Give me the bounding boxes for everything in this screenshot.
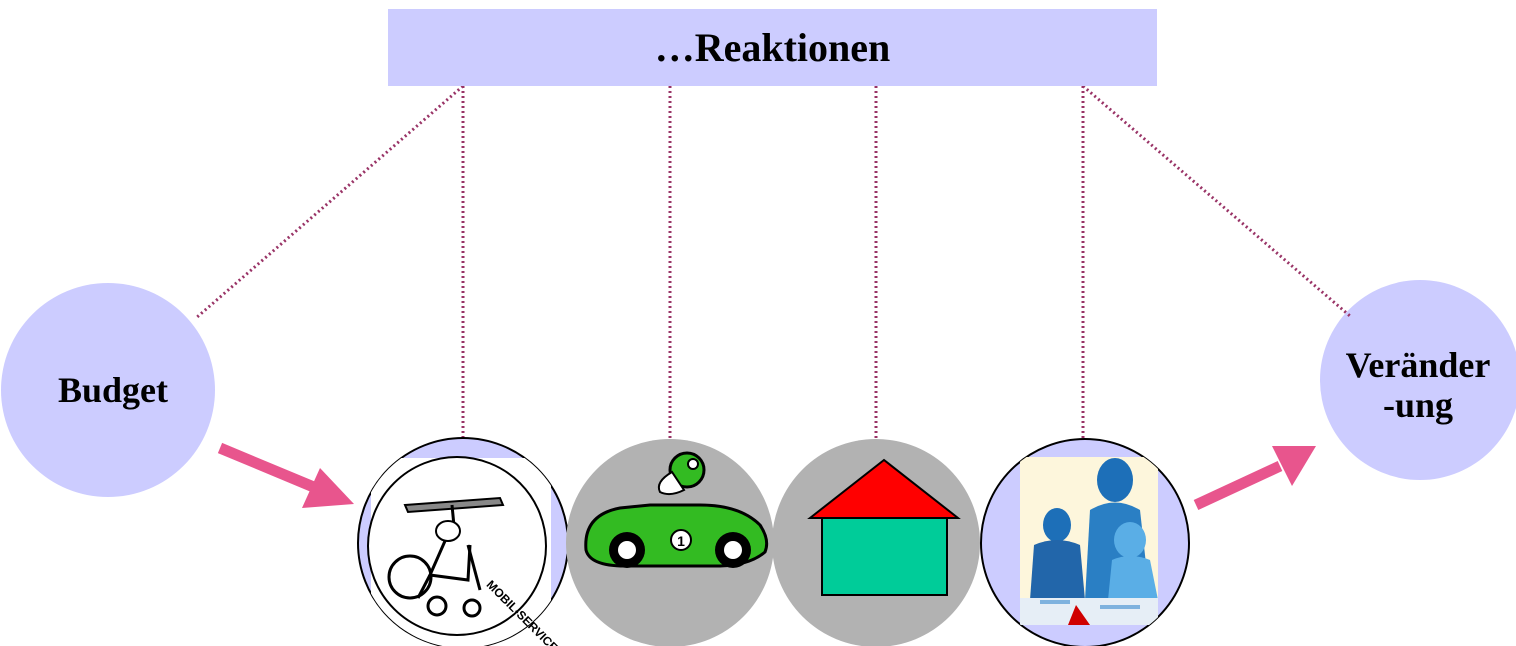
budget-node: [1, 283, 215, 497]
mobil-service-icon: MOBIL-SERVICE: [357, 437, 569, 646]
change-label: Veränder -ung: [1318, 340, 1516, 430]
house-icon: [772, 439, 980, 646]
arrow-reactions-to-change: [1193, 446, 1316, 510]
change-label-line1: Veränder: [1345, 345, 1491, 385]
connector-change: [1082, 84, 1351, 318]
connector-budget: [195, 84, 464, 320]
race-car-icon: 1: [566, 439, 774, 646]
budget-label: Budget: [57, 370, 169, 410]
reactions-title: …Reaktionen: [388, 9, 1157, 86]
family-icon: [980, 438, 1190, 646]
svg-text:1: 1: [677, 533, 685, 549]
change-label-line2: -ung: [1382, 385, 1454, 425]
change-node: [1320, 280, 1516, 480]
connector-lines: [195, 84, 1351, 440]
arrow-budget-to-reactions: [217, 442, 354, 508]
